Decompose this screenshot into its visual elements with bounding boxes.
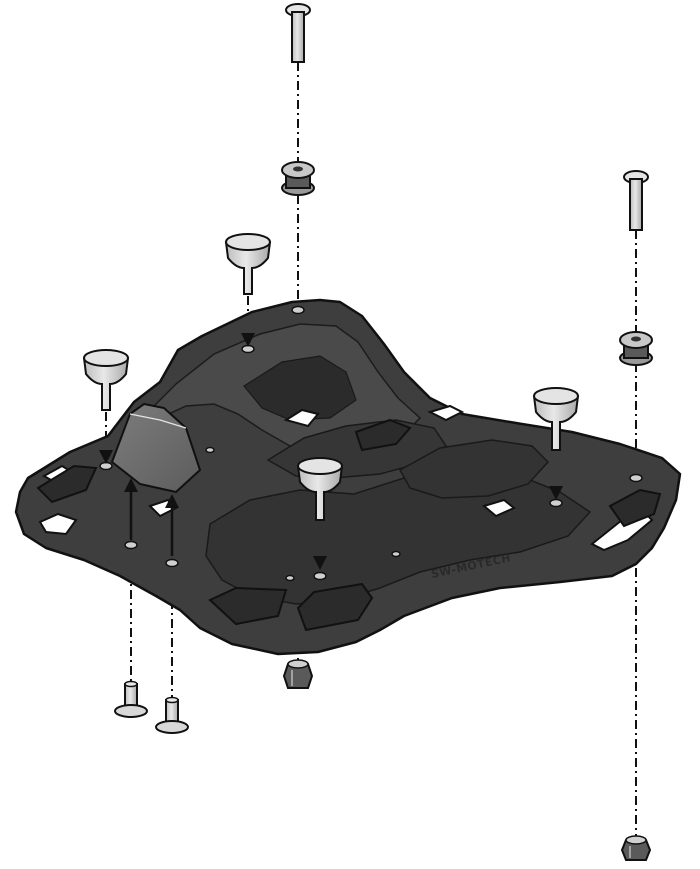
bolt-icon — [114, 704, 148, 718]
top-screw-left — [285, 3, 311, 63]
mushroom-pin-1 — [224, 233, 272, 295]
rack-grille-right — [608, 488, 662, 528]
rack-right-pocket — [398, 439, 550, 499]
rubber-spacer-left — [281, 161, 315, 196]
arrows — [99, 333, 563, 570]
rack-grille-center-top — [354, 418, 412, 452]
arrow-down-icon — [549, 486, 563, 500]
nut-icon — [625, 835, 647, 845]
rack-grille-left — [36, 464, 98, 504]
luggage-rack-plate: SW-MOTECH — [14, 298, 682, 656]
wedge-block — [111, 403, 201, 493]
nut-icon — [287, 659, 309, 669]
arrow-shafts — [129, 490, 174, 556]
rack-cutout-right-top — [427, 404, 465, 422]
top-screw-right — [623, 170, 649, 231]
rack-cutout-center-small — [481, 498, 516, 518]
rack-cutout-center-top — [283, 408, 320, 428]
hex-nut-center — [282, 659, 314, 689]
arrow-down-icon — [241, 333, 255, 347]
rack-grille-front-left — [208, 586, 288, 626]
bottom-bolt-1 — [114, 680, 148, 718]
rubber-spacer-right — [619, 331, 653, 366]
mushroom-pin-2 — [82, 349, 130, 411]
bolt-icon — [155, 720, 189, 734]
rack-mounting-holes — [99, 305, 643, 582]
arrow-up-icon — [165, 494, 179, 508]
rack-cutout-left-front — [38, 512, 78, 536]
mushroom-pin-4 — [296, 457, 344, 521]
mushroom-pin-3 — [532, 387, 580, 451]
rack-grille-front-right — [296, 582, 374, 632]
rack-center-window — [243, 355, 357, 421]
bottom-bolt-2 — [155, 696, 189, 734]
arrow-up-icon — [124, 478, 138, 492]
hex-nut-right — [620, 835, 652, 861]
arrow-down-icon — [99, 450, 113, 464]
arrow-down-icon — [313, 556, 327, 570]
